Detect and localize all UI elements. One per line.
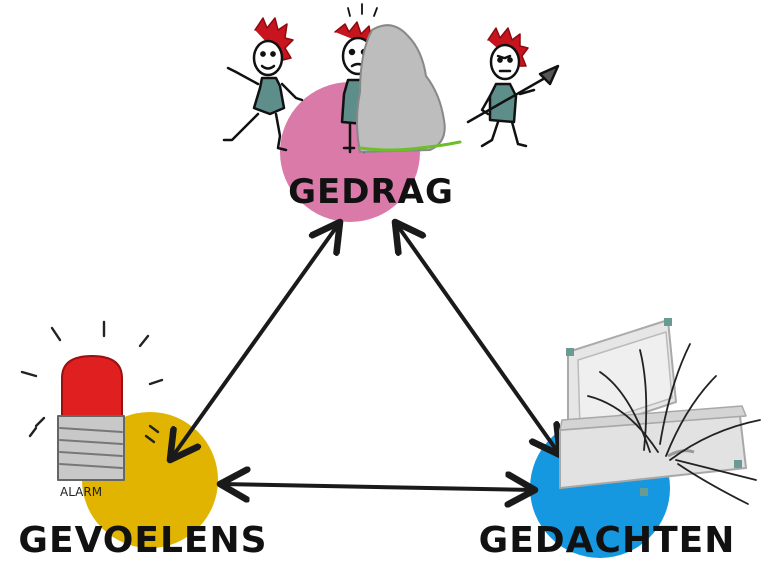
rock-icon xyxy=(356,24,446,154)
arrow-gedrag-gevoelens xyxy=(170,222,340,460)
caveman-spear-icon xyxy=(466,27,560,148)
arrow-gedrag-gedachten xyxy=(395,222,560,455)
gevoelens-label: GEVOELENS xyxy=(18,520,267,561)
open-suitcase-icon xyxy=(559,318,761,505)
gedachten-label: GEDACHTEN xyxy=(479,520,736,561)
alarm-light-icon xyxy=(20,320,164,481)
grass-icon xyxy=(358,140,462,152)
alarm-label: ALARM xyxy=(60,485,102,499)
caveman-fleeing-icon xyxy=(222,17,304,152)
arrows xyxy=(170,222,560,490)
arrow-gevoelens-gedachten xyxy=(220,484,535,490)
gedrag-label: GEDRAG xyxy=(288,172,454,212)
